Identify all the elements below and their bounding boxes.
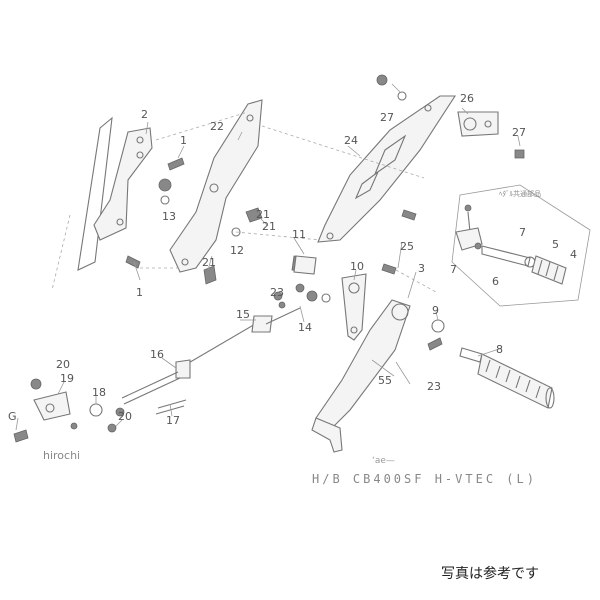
callout-19: 19 [60,372,74,385]
callout-1-lower: 1 [136,286,143,299]
callout-3: 3 [418,262,425,275]
callout-13: 13 [162,210,176,223]
kit-inset [451,184,591,307]
callout-7-upper: 7 [519,226,526,239]
part-55-shift-lever [311,299,411,453]
callout-10: 10 [350,260,364,273]
callout-4: 4 [570,248,577,261]
callout-24: 24 [344,134,358,147]
callout-18: 18 [92,386,106,399]
part-18-joint [13,378,125,443]
callout-16: 16 [150,348,164,361]
part-24-heel-guard [317,95,457,243]
kit-inset-label: ﾍﾀﾞﾙ共通部品 [499,190,541,198]
callout-5: 5 [552,238,559,251]
callout-17: 17 [166,414,180,427]
watermark: hirochi [43,449,81,462]
model-mark: ‘ae— [372,456,395,466]
part-2-base-plate [93,127,153,241]
part-22-step-plate [169,99,263,273]
callout-20-upper: 20 [56,358,70,371]
callout-23-upper: 23 [270,286,284,299]
callout-27-right: 27 [512,126,526,139]
callout-2: 2 [141,108,148,121]
part-19-clevis [33,391,71,421]
callout-21-upper: 21 [256,208,270,221]
callout-55: 55 [378,374,392,387]
callout-20-lower: 20 [118,410,132,423]
callout-11: 11 [292,228,306,241]
callout-23-lower: 23 [427,380,441,393]
callout-21-lower: 21 [202,256,216,269]
assembly-lines [140,111,437,293]
part-16-17-tie-rods [121,371,187,415]
callout-15: 15 [236,308,250,321]
callout-21-right: 21 [262,220,276,233]
part-15-rod [175,307,301,379]
callout-1-upper: 1 [180,134,187,147]
callout-27-upper: 27 [380,111,394,124]
callout-12: 12 [230,244,244,257]
part-11-roller [293,255,317,275]
part-10-pivot-arm [341,273,367,341]
frame-edge [51,116,113,291]
callout-9: 9 [432,304,439,317]
reference-note: 写真は参考です [441,566,539,582]
part-8-footpeg [459,347,555,409]
callout-25: 25 [400,240,414,253]
callout-14: 14 [298,321,312,334]
callout-G: G [8,410,17,423]
callout-7-lower: 7 [450,263,457,276]
callout-26: 26 [460,92,474,105]
model-label: H/B CB400SF H-VTEC (L) [312,472,537,486]
part-26-bracket [457,111,499,137]
leader-lines [15,83,521,431]
callout-6: 6 [492,275,499,288]
callout-22: 22 [210,120,224,133]
callout-8: 8 [496,343,503,356]
